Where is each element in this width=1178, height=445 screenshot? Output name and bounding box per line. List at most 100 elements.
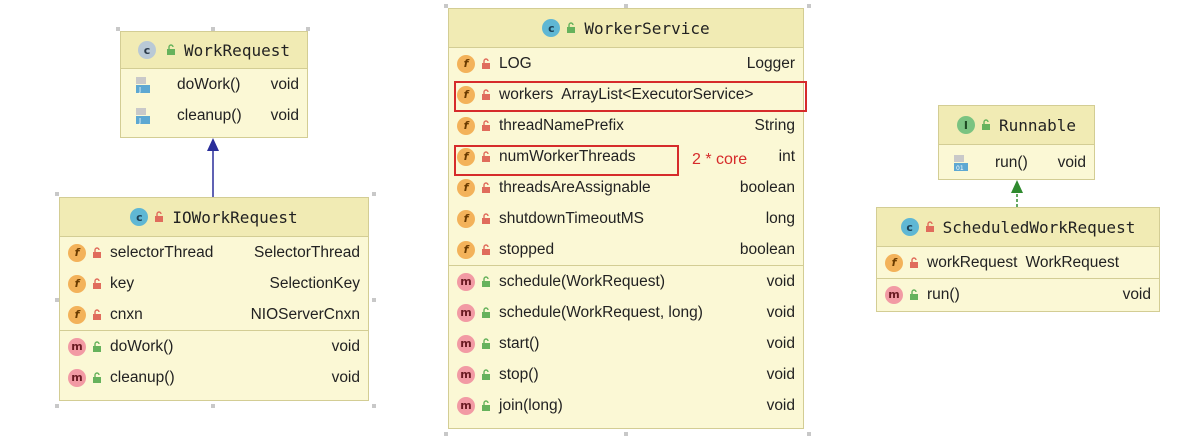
method-type: void bbox=[766, 396, 795, 414]
private-visibility-icon bbox=[481, 243, 491, 256]
field-name: threadNamePrefix bbox=[499, 116, 624, 134]
private-visibility-icon bbox=[92, 277, 102, 290]
selection-handle[interactable] bbox=[55, 298, 59, 302]
method-icon: m bbox=[457, 365, 475, 384]
field-row[interactable]: f selectorThread SelectorThread bbox=[60, 237, 368, 268]
field-name: key bbox=[110, 274, 135, 292]
selection-handle[interactable] bbox=[306, 27, 310, 31]
class-name: IOWorkRequest bbox=[172, 207, 298, 227]
selection-handle[interactable] bbox=[211, 27, 215, 31]
selection-handle[interactable] bbox=[211, 404, 215, 408]
selection-handle[interactable] bbox=[444, 4, 448, 8]
method-row[interactable]: m cleanup() void bbox=[60, 362, 368, 393]
method-name: doWork() bbox=[110, 337, 174, 355]
field-icon: f bbox=[68, 274, 86, 293]
method-row[interactable]: J doWork() void bbox=[121, 69, 307, 100]
selection-handle[interactable] bbox=[624, 432, 628, 436]
method-name: doWork() bbox=[177, 75, 241, 93]
method-name: start() bbox=[499, 334, 540, 352]
method-name: stop() bbox=[499, 365, 539, 383]
class-box-runnable[interactable]: I Runnable 01 run() void bbox=[938, 105, 1095, 180]
field-row[interactable]: f workRequest WorkRequest bbox=[877, 247, 1159, 278]
method-icon: m bbox=[68, 368, 86, 387]
abstract-method-icon: 01 bbox=[951, 154, 969, 172]
method-row[interactable]: m stop() void bbox=[449, 359, 803, 390]
selection-handle[interactable] bbox=[807, 432, 811, 436]
highlight-workers-field bbox=[454, 81, 807, 112]
field-row[interactable]: f stopped boolean bbox=[449, 234, 803, 265]
field-row[interactable]: f key SelectionKey bbox=[60, 268, 368, 299]
private-visibility-icon bbox=[481, 88, 491, 101]
selection-handle[interactable] bbox=[372, 298, 376, 302]
field-type: long bbox=[765, 209, 795, 227]
class-title: c ScheduledWorkRequest bbox=[877, 208, 1159, 247]
selection-handle[interactable] bbox=[55, 404, 59, 408]
method-row[interactable]: m join(long) void bbox=[449, 390, 803, 421]
method-row[interactable]: m start() void bbox=[449, 328, 803, 359]
class-box-work-request[interactable]: c WorkRequest J doWork() void J cleanup(… bbox=[120, 31, 308, 138]
private-visibility-icon bbox=[909, 256, 919, 269]
class-box-scheduled-work-request[interactable]: c ScheduledWorkRequest f workRequest Wor… bbox=[876, 207, 1160, 312]
selection-handle[interactable] bbox=[624, 4, 628, 8]
method-type: void bbox=[766, 303, 795, 321]
field-row[interactable]: f shutdownTimeoutMS long bbox=[449, 203, 803, 234]
selection-handle[interactable] bbox=[372, 404, 376, 408]
selection-handle[interactable] bbox=[372, 192, 376, 196]
method-row[interactable]: m doWork() void bbox=[60, 330, 368, 362]
public-visibility-icon bbox=[481, 275, 491, 288]
method-type: void bbox=[766, 365, 795, 383]
selection-handle[interactable] bbox=[55, 192, 59, 196]
selection-handle[interactable] bbox=[444, 432, 448, 436]
public-visibility-icon bbox=[981, 119, 991, 131]
field-name: workers bbox=[499, 85, 554, 103]
field-icon: f bbox=[457, 54, 475, 73]
annotation-core-multiplier: 2 * core bbox=[692, 151, 748, 168]
class-title: c WorkRequest bbox=[121, 32, 307, 69]
field-type: NIOServerCnxn bbox=[250, 305, 360, 323]
method-type: void bbox=[766, 272, 795, 290]
method-row[interactable]: m run() void bbox=[877, 278, 1159, 310]
field-row[interactable]: f threadNamePrefix String bbox=[449, 110, 803, 141]
method-row[interactable]: J cleanup() void bbox=[121, 100, 307, 131]
class-title: c IOWorkRequest bbox=[60, 198, 368, 237]
field-row[interactable]: f workers ArrayList<ExecutorService> bbox=[449, 79, 803, 110]
class-box-io-work-request[interactable]: c IOWorkRequest f selectorThread Selecto… bbox=[59, 197, 369, 401]
private-visibility-icon bbox=[481, 119, 491, 132]
field-row[interactable]: f cnxn NIOServerCnxn bbox=[60, 299, 368, 330]
method-type: void bbox=[1057, 153, 1086, 171]
abstract-method-icon: J bbox=[133, 107, 151, 125]
selection-handle[interactable] bbox=[116, 27, 120, 31]
svg-text:J: J bbox=[138, 86, 141, 94]
abstract-method-icon: J bbox=[133, 76, 151, 94]
private-visibility-icon bbox=[481, 181, 491, 194]
field-icon: f bbox=[68, 305, 86, 324]
field-row[interactable]: f threadsAreAssignable boolean bbox=[449, 172, 803, 203]
interface-icon: c bbox=[138, 41, 157, 59]
svg-text:01: 01 bbox=[956, 165, 964, 172]
selection-handle[interactable] bbox=[807, 4, 811, 8]
class-icon: c bbox=[542, 19, 561, 37]
public-visibility-icon bbox=[481, 399, 491, 412]
method-type: void bbox=[1122, 285, 1151, 303]
method-row[interactable]: m schedule(WorkRequest, long) void bbox=[449, 297, 803, 328]
field-type: Logger bbox=[746, 54, 795, 72]
field-icon: f bbox=[68, 243, 86, 262]
method-icon: m bbox=[68, 337, 86, 356]
field-name: shutdownTimeoutMS bbox=[499, 209, 645, 227]
field-row[interactable]: f numWorkerThreads int bbox=[449, 141, 803, 172]
method-name: schedule(WorkRequest, long) bbox=[499, 303, 703, 321]
method-icon: m bbox=[457, 334, 475, 353]
highlight-num-worker-threads-field bbox=[454, 145, 679, 176]
method-row[interactable]: 01 run() void bbox=[939, 145, 1094, 180]
field-row[interactable]: f LOG Logger bbox=[449, 48, 803, 79]
field-icon: f bbox=[457, 209, 475, 228]
class-title: I Runnable bbox=[939, 106, 1094, 145]
method-row[interactable]: m schedule(WorkRequest) void bbox=[449, 265, 803, 297]
private-visibility-icon bbox=[481, 57, 491, 70]
field-type: ArrayList<ExecutorService> bbox=[561, 85, 754, 103]
field-name: numWorkerThreads bbox=[499, 147, 636, 165]
public-visibility-icon bbox=[92, 371, 102, 384]
public-visibility-icon bbox=[92, 340, 102, 353]
class-box-worker-service[interactable]: c WorkerService f LOG Logger f workers A… bbox=[448, 8, 804, 429]
